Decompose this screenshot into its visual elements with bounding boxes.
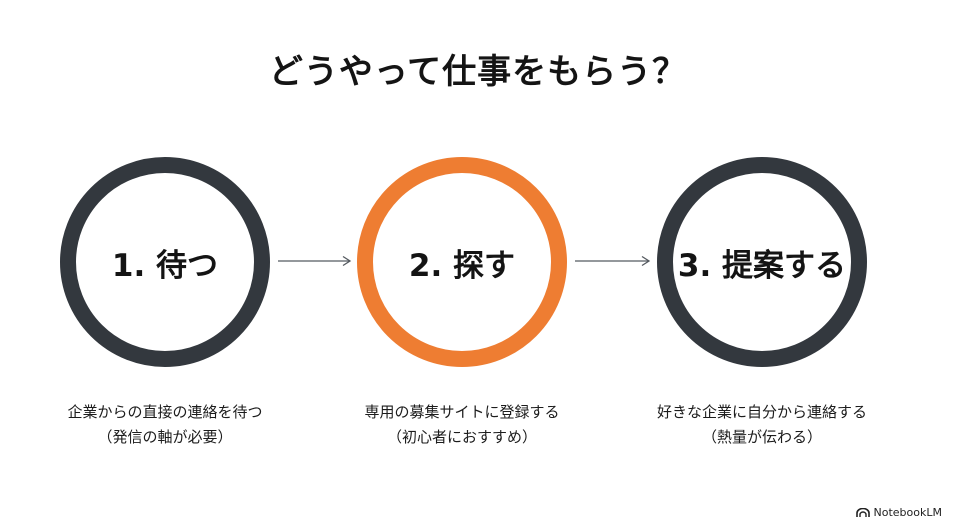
step-2-description: 専用の募集サイトに登録する （初心者におすすめ） <box>312 400 612 450</box>
step-2-desc-line-2: （初心者におすすめ） <box>386 428 537 446</box>
step-1-circle: 1. 待つ <box>60 157 270 367</box>
brand-text: NotebookLM <box>873 506 942 519</box>
step-2-label: 2. 探す <box>408 247 516 284</box>
step-1-label: 1. 待つ <box>111 247 219 284</box>
step-3-circle: 3. 提案する <box>657 157 867 367</box>
step-1-desc-line-2: （発信の軸が必要） <box>97 428 233 446</box>
step-1-description: 企業からの直接の連絡を待つ （発信の軸が必要） <box>15 400 315 450</box>
step-3-label: 3. 提案する <box>677 247 847 284</box>
step-3-desc-line-1: 好きな企業に自分から連絡する <box>656 403 867 421</box>
brand-watermark: NotebookLM <box>855 506 942 519</box>
arrow-right-icon <box>575 255 651 267</box>
step-1-desc-line-1: 企業からの直接の連絡を待つ <box>67 403 263 421</box>
step-2-circle: 2. 探す <box>357 157 567 367</box>
arrow-right-icon <box>278 255 352 267</box>
notebooklm-logo-icon <box>855 507 870 517</box>
page-title: どうやって仕事をもらう？ <box>268 52 688 92</box>
step-3-desc-line-2: （熱量が伝わる） <box>701 428 822 446</box>
step-2-desc-line-1: 専用の募集サイトに登録する <box>364 403 560 421</box>
step-3-description: 好きな企業に自分から連絡する （熱量が伝わる） <box>612 400 912 450</box>
